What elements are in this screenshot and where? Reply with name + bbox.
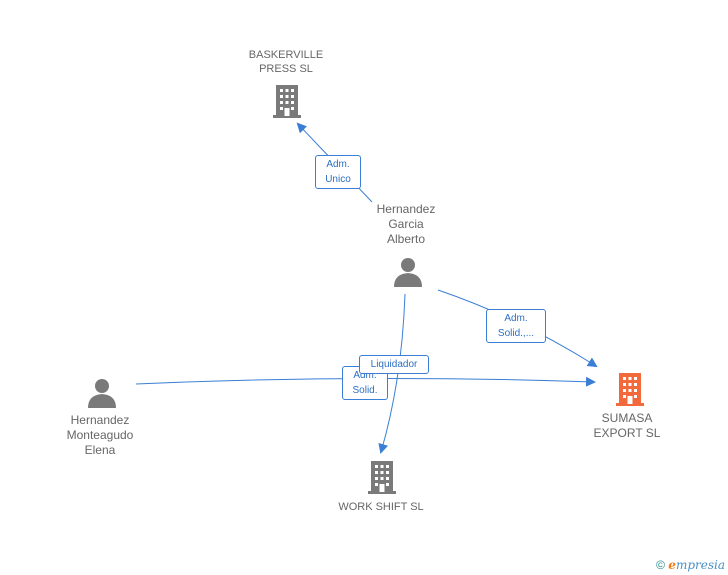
label-line: Adm. bbox=[504, 313, 528, 324]
company-label-sumasa[interactable]: SUMASA EXPORT SL bbox=[577, 411, 677, 441]
label-line: Liquidador bbox=[370, 359, 418, 370]
edge-label-liquidador[interactable]: Liquidador bbox=[359, 355, 429, 374]
copyright-symbol: © bbox=[656, 558, 665, 572]
building-icon[interactable] bbox=[368, 461, 396, 494]
label-line: EXPORT SL bbox=[593, 426, 661, 440]
label-line: Hernandez bbox=[70, 413, 130, 427]
building-icon[interactable] bbox=[616, 373, 644, 406]
label-line: Alberto bbox=[386, 232, 426, 246]
person-icon[interactable] bbox=[88, 379, 116, 408]
label-line: Hernandez bbox=[376, 202, 436, 216]
label-line: Garcia bbox=[388, 217, 424, 231]
company-label-baskerville[interactable]: BASKERVILLE PRESS SL bbox=[236, 48, 336, 76]
label-line: SUMASA bbox=[601, 411, 653, 425]
edge-label-adm-solid-sumasa[interactable]: Adm. Solid.,... bbox=[486, 309, 546, 343]
label-line: Monteagudo bbox=[66, 428, 134, 442]
label-line: PRESS SL bbox=[259, 63, 313, 75]
label-line: Solid. bbox=[352, 385, 378, 396]
person-icon[interactable] bbox=[394, 258, 422, 287]
edge-label-adm-unico[interactable]: Adm. Unico bbox=[315, 155, 361, 189]
person-label-hernandez-garcia[interactable]: Hernandez Garcia Alberto bbox=[356, 202, 456, 247]
brand-rest: mpresia bbox=[675, 558, 725, 572]
company-label-work-shift[interactable]: WORK SHIFT SL bbox=[321, 500, 441, 514]
label-line: Adm. bbox=[353, 370, 377, 381]
label-line: Unico bbox=[325, 174, 351, 185]
label-line: WORK SHIFT SL bbox=[338, 501, 424, 513]
footer-brand: © empresia bbox=[656, 558, 725, 572]
building-icon[interactable] bbox=[273, 85, 301, 118]
person-label-hernandez-monteagudo[interactable]: Hernandez Monteagudo Elena bbox=[50, 413, 150, 458]
brand-initial: e bbox=[668, 558, 676, 572]
label-line: Adm. bbox=[326, 159, 350, 170]
empresia-logo: empresia bbox=[668, 558, 725, 572]
label-line: Elena bbox=[84, 443, 116, 457]
label-line: Solid.,... bbox=[497, 328, 535, 339]
label-line: BASKERVILLE bbox=[248, 49, 324, 61]
edge-garcia-to-workshift bbox=[378, 293, 406, 454]
